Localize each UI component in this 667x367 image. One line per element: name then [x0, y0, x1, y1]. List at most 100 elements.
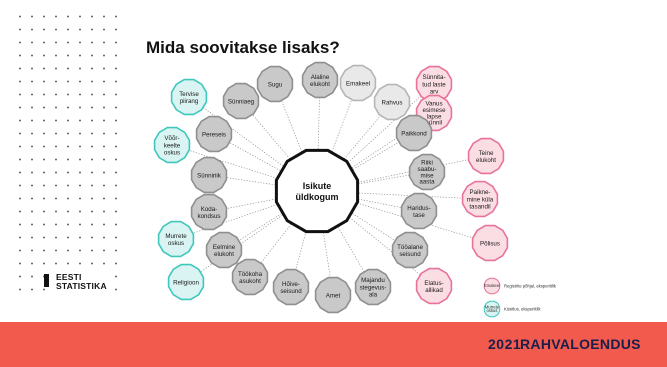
- node-shape: [467, 137, 505, 175]
- node-shape: [400, 192, 438, 230]
- node-label-line: Paikkond: [401, 130, 427, 137]
- connector-paiknemine-kula-tasandil: [316, 190, 481, 200]
- node-label-line: elukoht: [214, 251, 234, 258]
- node-sugu: Sugu: [256, 65, 294, 103]
- node-shape: [231, 258, 269, 296]
- node-shape: [157, 220, 195, 258]
- node-label-line: saabu-: [418, 166, 437, 173]
- footer-bar: 2021 RAHVALOENDUS: [0, 322, 667, 367]
- statistics-logo-mark: [44, 274, 49, 287]
- node-polisus: Põlisus: [471, 224, 509, 262]
- node-kodakondsus: Koda-kondsus: [190, 193, 228, 231]
- node-label-line: tasandil: [469, 204, 490, 211]
- node-religioon: Religioon: [167, 263, 205, 301]
- node-label-line: Elatus-: [424, 280, 443, 287]
- node-label-line: mine küla: [467, 196, 494, 203]
- node-shape: [167, 263, 205, 301]
- node-label-line: oskus: [164, 150, 180, 157]
- node-label-line: elukoht: [476, 157, 496, 164]
- node-shape: [354, 268, 392, 306]
- footer-brand: RAHVALOENDUS: [520, 336, 641, 352]
- node-label-line: Tervise: [179, 91, 199, 98]
- node-label-line: tud laste: [422, 81, 446, 88]
- node-label-line: Haridus-: [407, 205, 430, 212]
- node-label-line: Emakeel: [346, 80, 370, 87]
- node-label-line: Religioon: [173, 279, 199, 286]
- node-shape: [314, 276, 352, 314]
- node-label-line: arv: [430, 89, 440, 96]
- node-label-line: kondsus: [197, 213, 220, 220]
- node-label-line: Põlisus: [480, 240, 500, 247]
- node-label-line: Isikute: [303, 181, 332, 191]
- node-shape: [190, 193, 228, 231]
- node-shape: [471, 224, 509, 262]
- node-label-line: Koda-: [201, 206, 218, 213]
- node-label-line: sünnil: [426, 120, 442, 127]
- node-shape: [301, 61, 339, 99]
- node-shape: [272, 268, 310, 306]
- node-label-line: Vanus: [425, 101, 442, 108]
- node-label-line: Murrete: [165, 233, 187, 240]
- footer-year: 2021: [488, 336, 522, 352]
- node-shape: [195, 115, 233, 153]
- node-label-line: Eelmine: [213, 244, 236, 251]
- node-label-line: seisund: [280, 288, 302, 295]
- node-elatusallikad: Elatus-allikad: [415, 267, 453, 305]
- statistics-estonia-logo: EESTI STATISTIKA: [54, 272, 109, 291]
- node-label-line: Paikne-: [470, 189, 491, 196]
- legend-text: Küsitlus, eksperiitlik: [504, 307, 541, 312]
- connector-paikkond: [316, 132, 415, 192]
- node-label-line: lapse: [427, 113, 442, 120]
- node-label-line: ala: [369, 292, 378, 299]
- legend-swatch-label: oskus: [487, 308, 498, 313]
- node-label-line: Rahvus: [382, 99, 403, 106]
- node-pereseis: Pereseis: [195, 115, 233, 153]
- node-label-line: Sünnita-: [422, 74, 445, 81]
- node-shape: [256, 65, 294, 103]
- node-label-line: Amet: [326, 292, 341, 299]
- node-label-line: asukoht: [239, 278, 261, 285]
- node-label-line: oskus: [168, 240, 184, 247]
- node-label-line: esimese: [422, 107, 446, 114]
- node-label-line: Sünniriik: [197, 172, 222, 179]
- node-paikkond: Paikkond: [395, 114, 433, 152]
- node-haridustase: Haridus-tase: [400, 192, 438, 230]
- node-label-line: Pereseis: [202, 131, 226, 138]
- legend-text: Registrite põhjal, eksperiitlik: [504, 284, 557, 289]
- node-shape: [153, 126, 191, 164]
- node-sunniaeg: Sünniaeg: [222, 82, 260, 120]
- logo-line-1: EESTI: [56, 272, 82, 282]
- node-label-line: Hõive-: [282, 281, 300, 288]
- node-shape: [415, 267, 453, 305]
- connector-murrete-oskus: [175, 190, 318, 240]
- node-shape: [395, 114, 433, 152]
- node-label-line: Sugu: [268, 81, 283, 88]
- node-label-line: Riiki: [421, 160, 433, 167]
- legend-swatch: [483, 277, 501, 295]
- node-hoiveseisund: Hõive-seisund: [272, 268, 310, 306]
- connector-riiki-saabumise-aasta: [316, 171, 428, 192]
- node-label-line: Majandu: [361, 277, 385, 284]
- node-shape: [170, 78, 208, 116]
- node-emakeel: Emakeel: [339, 64, 377, 102]
- node-label-line: seisund: [399, 251, 421, 258]
- node-label-line: mise: [420, 172, 434, 179]
- logo-line-2: STATISTIKA: [56, 280, 107, 291]
- node-label-line: Võõr-: [164, 135, 179, 142]
- node-shape: [190, 156, 228, 194]
- node-label-line: keelte: [164, 142, 181, 149]
- node-label-line: aasta: [419, 179, 435, 186]
- connector-emakeel: [316, 82, 359, 192]
- node-label-line: allikad: [425, 287, 443, 294]
